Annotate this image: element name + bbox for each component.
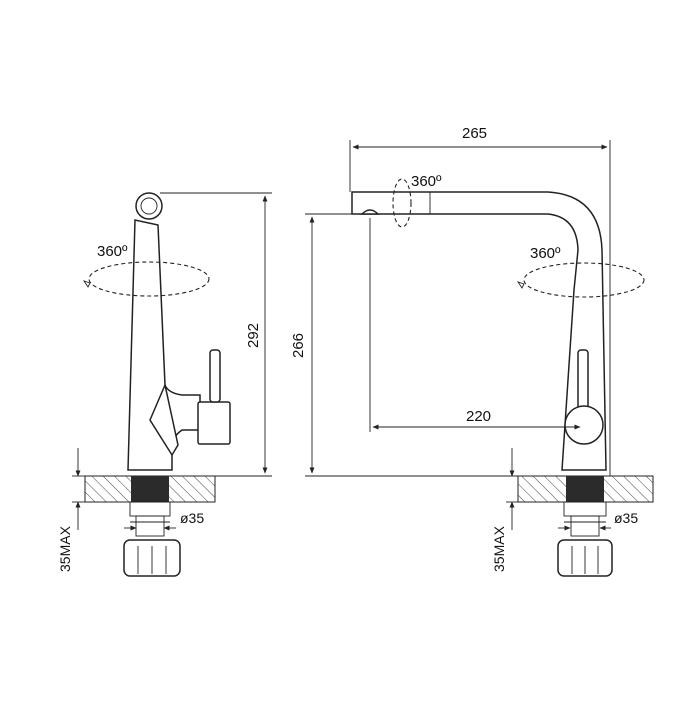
left-height-dimension: [160, 192, 272, 477]
right-mount-label: 35MAX: [491, 525, 507, 572]
right-handle: [564, 349, 604, 445]
right-mount-hardware: [557, 501, 613, 577]
left-handle: [149, 349, 231, 457]
left-spout-head: [135, 192, 163, 220]
right-height-dimension: [305, 213, 518, 477]
right-faucet-view: 360º 360º 265: [290, 125, 654, 577]
right-body-rotation-label: 360º: [530, 245, 561, 262]
left-diameter-label: ø35: [180, 510, 204, 526]
right-height-label: 266: [290, 333, 307, 358]
right-spout-rotation-indicator: [392, 178, 412, 228]
right-mount-dimension: [506, 448, 518, 530]
left-mount-hardware: [123, 501, 181, 577]
left-faucet-view: 360º 292 35MAX: [57, 192, 272, 577]
right-countertop: [517, 475, 654, 503]
left-countertop: [84, 475, 216, 503]
left-rotation-label: 360º: [97, 243, 128, 260]
left-height-label: 292: [245, 323, 262, 348]
right-spout-rotation-label: 360º: [411, 173, 442, 190]
right-reach-label: 220: [466, 408, 491, 425]
right-diameter-label: ø35: [614, 510, 638, 526]
right-width-dimension: [349, 140, 611, 476]
left-mount-label: 35MAX: [57, 525, 73, 572]
right-spray-tip: [360, 209, 380, 215]
left-mount-dimension: [72, 448, 85, 530]
right-width-label: 265: [462, 125, 487, 142]
right-reach-dimension: [369, 218, 581, 432]
left-rotation-indicator: [82, 261, 210, 297]
right-body-rotation-indicator: [516, 262, 645, 298]
